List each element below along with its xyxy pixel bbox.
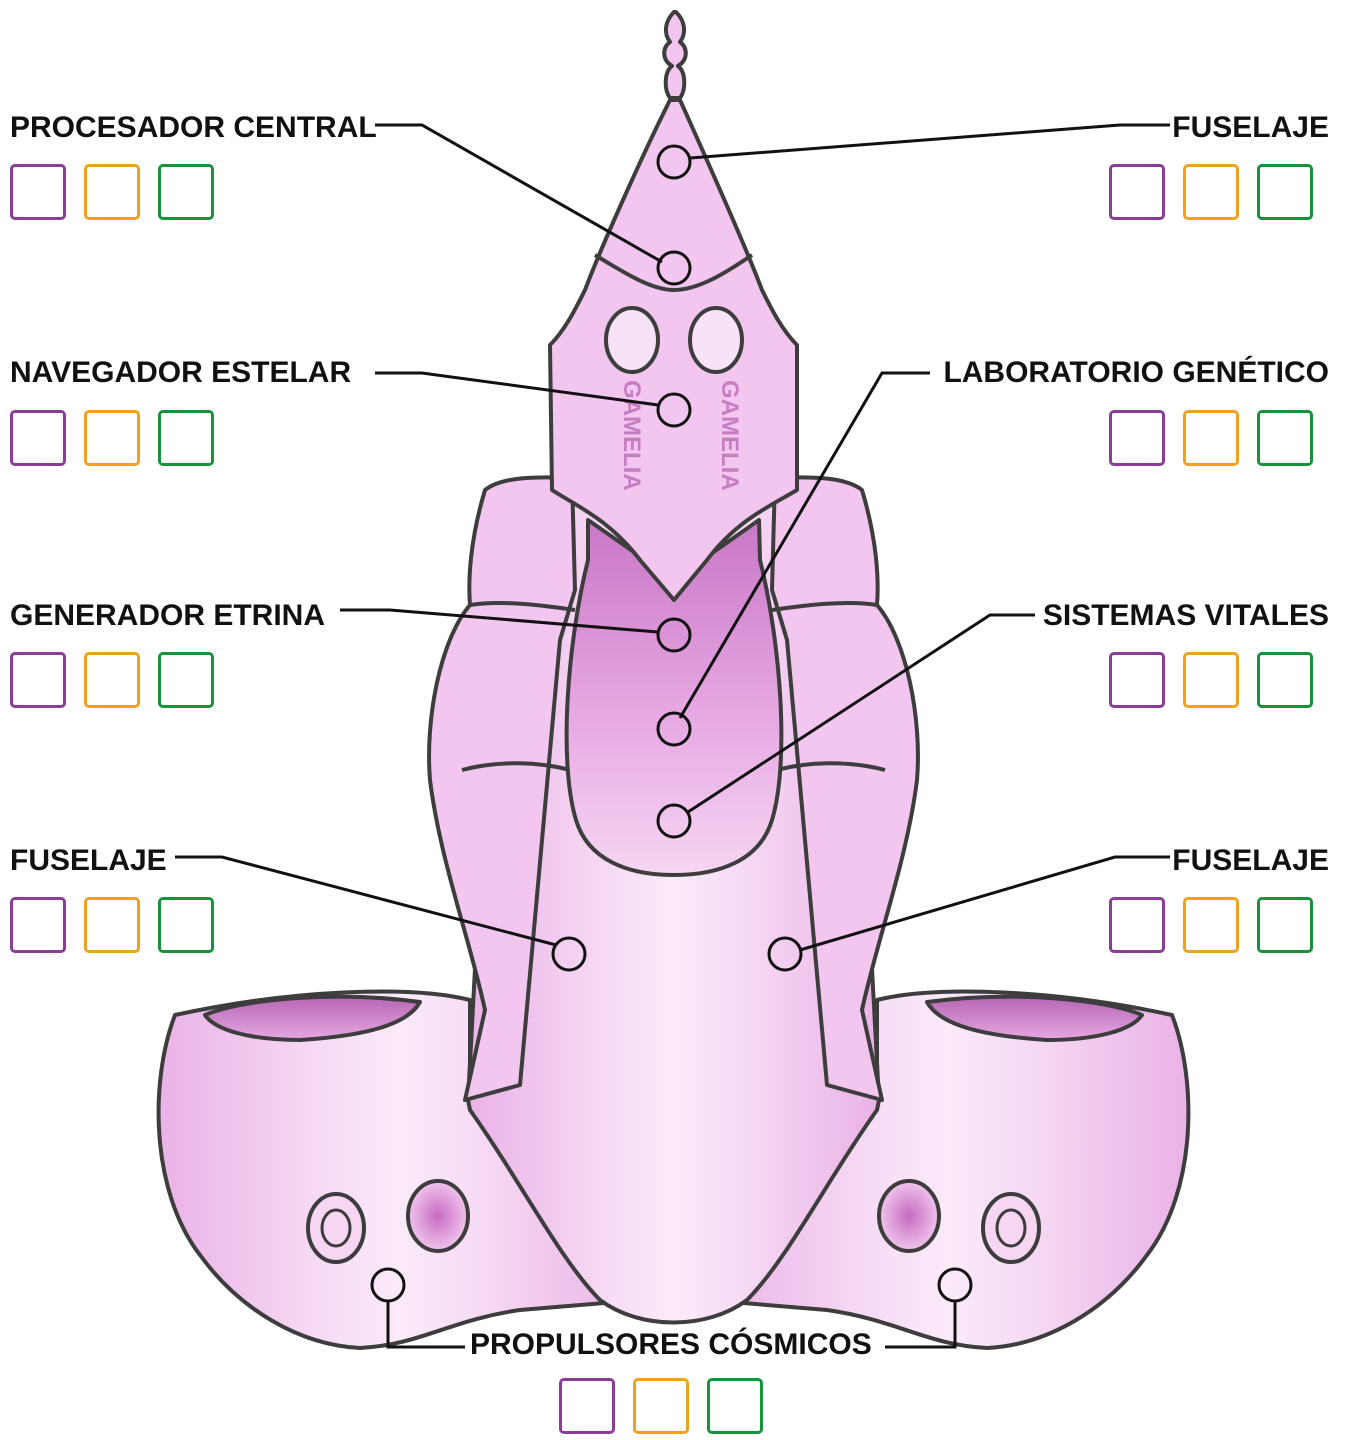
right-eye-window xyxy=(690,308,742,372)
checkbox-group-fuselaje-left xyxy=(10,897,214,953)
right-thruster-outer xyxy=(983,1194,1039,1262)
checkbox-purple[interactable] xyxy=(10,410,66,466)
checkbox-green[interactable] xyxy=(1257,897,1313,953)
checkbox-purple[interactable] xyxy=(1109,897,1165,953)
ship-hull xyxy=(159,12,1189,1348)
checkbox-green[interactable] xyxy=(158,410,214,466)
antenna xyxy=(664,12,686,98)
checkbox-group-fuselaje-right xyxy=(1109,897,1313,953)
checkbox-purple[interactable] xyxy=(1109,164,1165,220)
left-thruster-outer xyxy=(308,1194,364,1262)
label-sistemas-vitales: SISTEMAS VITALES xyxy=(1043,601,1329,631)
checkbox-orange[interactable] xyxy=(633,1378,689,1434)
label-fuselaje-left: FUSELAJE xyxy=(10,846,167,876)
checkbox-orange[interactable] xyxy=(84,897,140,953)
checkbox-group-procesador-central xyxy=(10,164,214,220)
checkbox-orange[interactable] xyxy=(84,410,140,466)
left-eye-window xyxy=(606,308,658,372)
checkbox-orange[interactable] xyxy=(84,652,140,708)
right-thruster-inner xyxy=(879,1181,939,1251)
checkbox-orange[interactable] xyxy=(1183,897,1239,953)
checkbox-green[interactable] xyxy=(158,652,214,708)
label-fuselaje-right: FUSELAJE xyxy=(1172,846,1329,876)
leader-fuselaje-top xyxy=(690,125,1170,158)
label-laboratorio-genetico: LABORATORIO GENÉTICO xyxy=(943,358,1329,388)
checkbox-green[interactable] xyxy=(707,1378,763,1434)
checkbox-green[interactable] xyxy=(158,897,214,953)
checkbox-orange[interactable] xyxy=(1183,652,1239,708)
checkbox-green[interactable] xyxy=(1257,652,1313,708)
checkbox-purple[interactable] xyxy=(1109,410,1165,466)
label-navegador-estelar: NAVEGADOR ESTELAR xyxy=(10,358,351,388)
checkbox-purple[interactable] xyxy=(10,652,66,708)
label-propulsores-cosmicos: PROPULSORES CÓSMICOS xyxy=(470,1330,870,1360)
checkbox-orange[interactable] xyxy=(1183,410,1239,466)
left-thruster-inner xyxy=(408,1181,468,1251)
checkbox-orange[interactable] xyxy=(1183,164,1239,220)
nameplate-left: GAMELIA xyxy=(618,380,645,491)
checkbox-purple[interactable] xyxy=(10,897,66,953)
nameplate-right: GAMELIA xyxy=(716,380,743,491)
checkbox-green[interactable] xyxy=(1257,410,1313,466)
label-procesador-central: PROCESADOR CENTRAL xyxy=(10,113,377,143)
checkbox-group-laboratorio-genetico xyxy=(1109,410,1313,466)
checkbox-group-propulsores-cosmicos xyxy=(559,1378,763,1434)
checkbox-group-generador-etrina xyxy=(10,652,214,708)
checkbox-group-navegador-estelar xyxy=(10,410,214,466)
checkbox-group-sistemas-vitales xyxy=(1109,652,1313,708)
checkbox-orange[interactable] xyxy=(84,164,140,220)
checkbox-purple[interactable] xyxy=(1109,652,1165,708)
checkbox-green[interactable] xyxy=(158,164,214,220)
label-fuselaje-top: FUSELAJE xyxy=(1172,113,1329,143)
checkbox-purple[interactable] xyxy=(10,164,66,220)
checkbox-green[interactable] xyxy=(1257,164,1313,220)
checkbox-purple[interactable] xyxy=(559,1378,615,1434)
label-generador-etrina: GENERADOR ETRINA xyxy=(10,601,325,631)
checkbox-group-fuselaje-top xyxy=(1109,164,1313,220)
